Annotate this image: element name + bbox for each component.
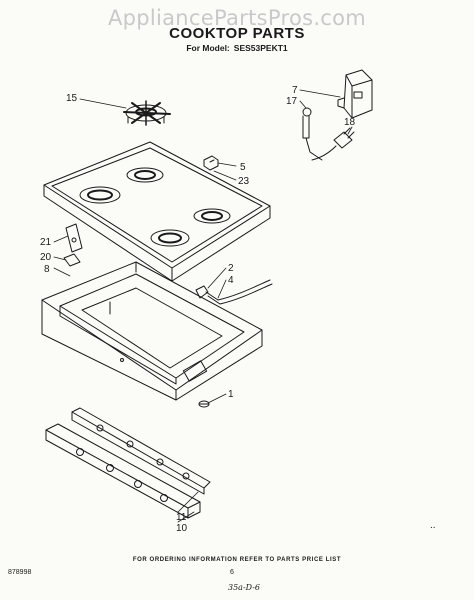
ordering-note: FOR ORDERING INFORMATION REFER TO PARTS … — [132, 557, 342, 563]
part-connector — [302, 107, 323, 161]
part-grate — [123, 100, 171, 126]
callout-15: 15 — [66, 93, 78, 104]
callout-7: 7 — [292, 85, 298, 96]
part-burner-box — [41, 261, 263, 401]
callout-20: 20 — [40, 252, 52, 263]
watermark: AppliancePartsPros.com — [107, 6, 367, 30]
part-screw — [198, 400, 210, 408]
callout-5: 5 — [240, 162, 246, 173]
document-number: 878998 — [8, 569, 32, 576]
callout-8: 8 — [44, 264, 50, 275]
callout-18: 18 — [344, 117, 356, 128]
leader-lines — [53, 89, 353, 523]
part-plug — [311, 127, 355, 161]
part-bracket — [337, 69, 373, 119]
part-cooktop — [43, 141, 271, 282]
model-label: For Model: — [186, 43, 230, 53]
part-front-panel-lower — [45, 423, 201, 519]
callout-11: 11 — [176, 512, 187, 523]
page-mark: .. — [430, 520, 436, 531]
page-title: COOKTOP PARTS — [169, 25, 305, 42]
part-clip — [203, 155, 219, 171]
callout-10: 10 — [176, 523, 188, 534]
part-front-panel-upper — [71, 407, 211, 495]
callout-23: 23 — [238, 176, 250, 187]
callout-17: 17 — [286, 96, 298, 107]
model-number: SES53PEKT1 — [233, 43, 288, 53]
page-number: 6 — [230, 569, 234, 576]
callout-21: 21 — [40, 237, 52, 248]
handwritten-note: 35a-D-6 — [228, 583, 261, 592]
callout-4: 4 — [228, 275, 234, 286]
model-line: For Model:SES53PEKT1 — [0, 43, 474, 53]
callout-1: 1 — [228, 389, 234, 400]
callout-2: 2 — [228, 263, 234, 274]
part-side-bracket — [63, 223, 83, 267]
